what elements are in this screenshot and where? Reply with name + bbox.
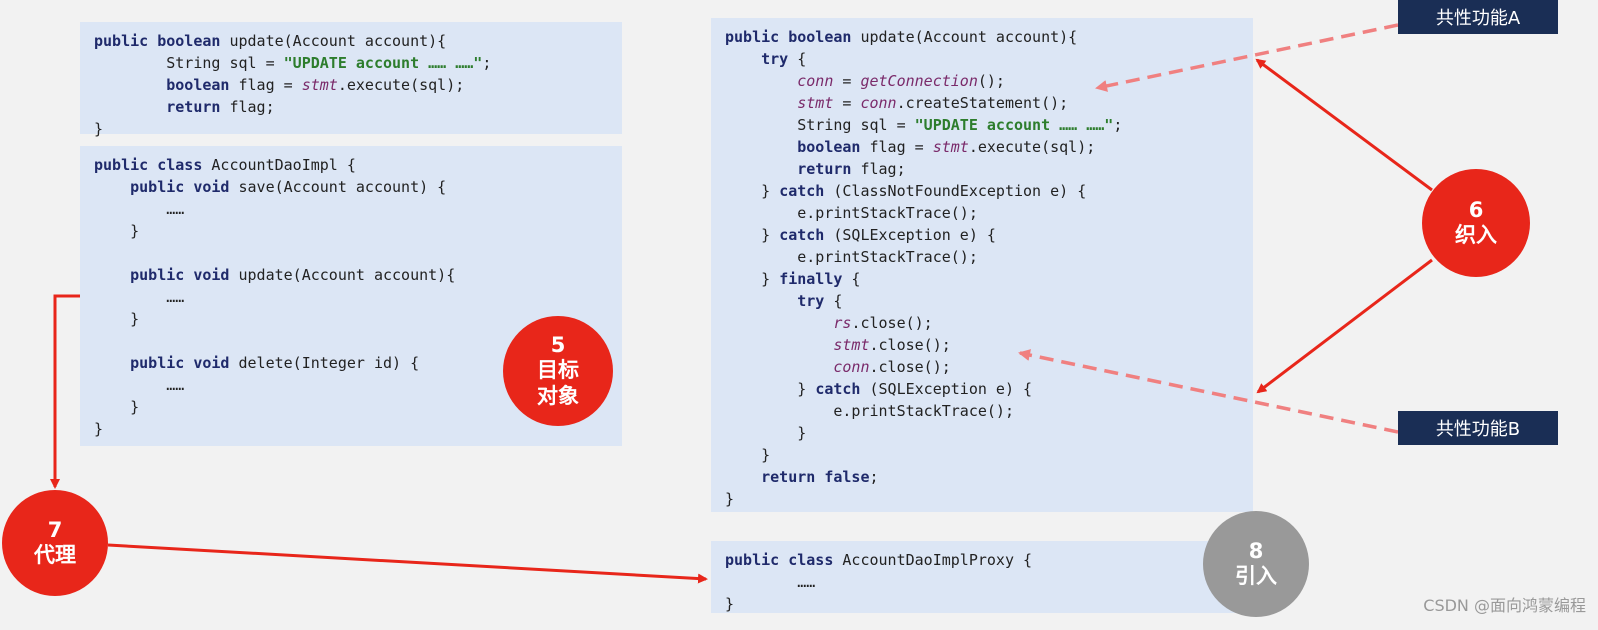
code-line: public class AccountDaoImplProxy {: [725, 551, 1033, 569]
arrow-proxy-to-class: [107, 543, 708, 584]
circle-number: 8: [1248, 538, 1264, 563]
code-line: public void update(Account account){: [130, 266, 456, 284]
circle-number: 5: [550, 333, 566, 358]
circle-proxy: 7 代理: [2, 490, 108, 596]
code-line: e.printStackTrace();: [725, 402, 1014, 420]
code-line: return flag;: [797, 160, 906, 178]
code-panel-woven-update: public boolean update(Account account){ …: [711, 18, 1253, 512]
circle-introduce: 8 引入: [1203, 511, 1309, 617]
code-line: public boolean update(Account account){: [94, 32, 447, 50]
code-line: }: [725, 490, 735, 508]
code-line: } catch (ClassNotFoundException e) {: [725, 182, 1087, 200]
code-line: }: [725, 595, 735, 613]
tag-feature-a: 共性功能A: [1398, 0, 1558, 34]
tag-feature-b: 共性功能B: [1398, 411, 1558, 445]
code-line: boolean flag = stmt.execute(sql);: [166, 76, 465, 94]
circle-number: 6: [1468, 197, 1484, 222]
watermark: CSDN @面向鸿蒙编程: [1423, 596, 1586, 615]
code-line: }: [725, 424, 807, 442]
code-line: }: [94, 222, 140, 240]
code-line: }: [94, 310, 140, 328]
code-line: ……: [94, 288, 185, 306]
code-panel-target-object: public class AccountDaoImpl { public voi…: [80, 146, 622, 446]
dashed-arrow-feature-b: [1018, 349, 1399, 434]
circle-label: 引入: [1235, 564, 1277, 588]
code-line: } finally {: [725, 270, 861, 288]
code-line: }: [94, 398, 140, 416]
circle-label: 对象: [537, 383, 579, 408]
code-line: }: [94, 420, 104, 438]
code-block: public class AccountDaoImplProxy { ……}: [725, 549, 1239, 615]
code-line: public boolean update(Account account){: [725, 28, 1078, 46]
code-line: try {: [761, 50, 807, 68]
code-line: }: [725, 446, 771, 464]
circle-number: 7: [47, 517, 63, 542]
code-line: boolean flag = stmt.execute(sql);: [797, 138, 1096, 156]
code-line: conn = getConnection();: [797, 72, 1005, 90]
code-block: public class AccountDaoImpl { public voi…: [94, 154, 608, 440]
dashed-arrow-feature-a: [1095, 23, 1399, 92]
code-line: stmt.close();: [833, 336, 951, 354]
code-line: return flag;: [166, 98, 275, 116]
code-line: return false;: [761, 468, 879, 486]
code-line: } catch (SQLException e) {: [725, 226, 996, 244]
code-line: public void save(Account account) {: [130, 178, 447, 196]
code-line: String sql = "UPDATE account …… ……";: [94, 54, 492, 72]
code-line: ……: [94, 376, 185, 394]
code-line: e.printStackTrace();: [725, 248, 978, 266]
circle-label: 织入: [1455, 223, 1497, 247]
code-line: ……: [94, 200, 185, 218]
code-panel-update-original: public boolean update(Account account){ …: [80, 22, 622, 138]
code-panel-proxy: public class AccountDaoImplProxy { ……}: [711, 541, 1253, 613]
code-line: stmt = conn.createStatement();: [797, 94, 1069, 112]
code-line: }: [94, 120, 104, 138]
circle-target-object: 5 目标 对象: [503, 316, 613, 426]
code-line: ……: [725, 573, 816, 591]
arrow-weave-to-top: [1255, 58, 1433, 192]
code-line: public void delete(Integer id) {: [130, 354, 420, 372]
code-block: public boolean update(Account account){ …: [94, 30, 608, 140]
code-block: public boolean update(Account account){ …: [725, 26, 1239, 510]
arrow-target-to-proxy: [50, 294, 80, 489]
arrow-weave-to-finally: [1256, 258, 1433, 394]
code-line: try {: [797, 292, 843, 310]
circle-label: 目标: [537, 358, 579, 383]
circle-weave: 6 织入: [1422, 169, 1530, 277]
code-line: rs.close();: [833, 314, 933, 332]
code-line: e.printStackTrace();: [725, 204, 978, 222]
code-line: String sql = "UPDATE account …… ……";: [725, 116, 1123, 134]
code-line: conn.close();: [833, 358, 951, 376]
code-line: } catch (SQLException e) {: [725, 380, 1033, 398]
circle-label: 代理: [34, 543, 76, 567]
code-line: public class AccountDaoImpl {: [94, 156, 356, 174]
